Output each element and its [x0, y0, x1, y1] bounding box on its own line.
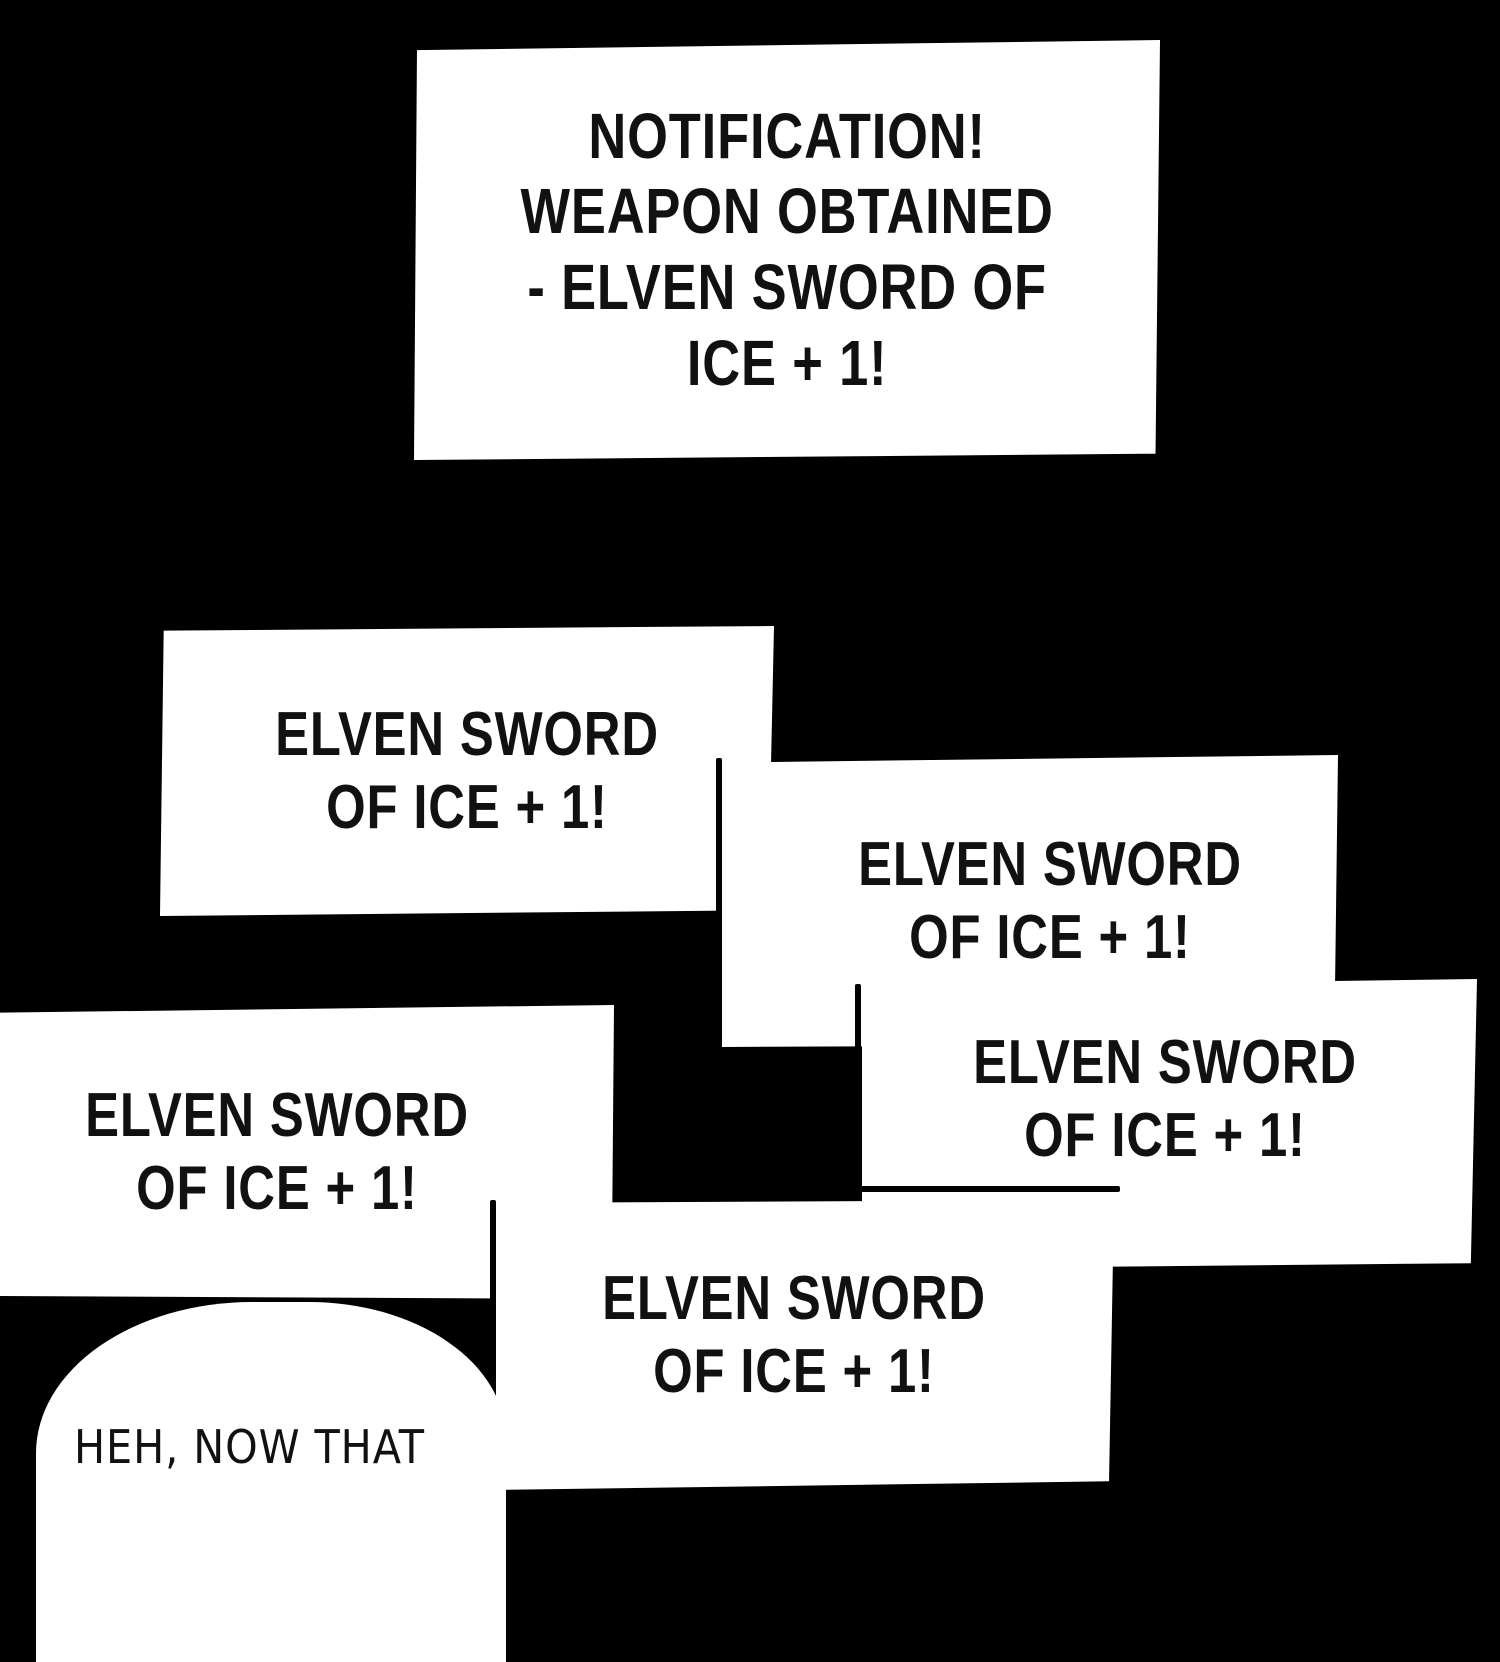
sword-caption: ELVEN SWORD OF ICE + 1!: [85, 1079, 469, 1225]
speech-text: HEH, NOW THAT: [74, 1420, 425, 1474]
sword-caption-panel: ELVEN SWORD OF ICE + 1!: [160, 626, 774, 916]
sword-caption-line: OF ICE + 1!: [136, 1154, 418, 1223]
notification-line: - ELVEN SWORD OF: [527, 251, 1047, 323]
panel-edge: [716, 758, 722, 913]
panel-edge: [490, 1200, 496, 1500]
notification-line: ICE + 1!: [686, 326, 888, 399]
notification-panel: NOTIFICATION! WEAPON OBTAINED - ELVEN SW…: [414, 40, 1160, 460]
sword-caption-line: ELVEN SWORD: [85, 1080, 469, 1150]
sword-caption: ELVEN SWORD OF ICE + 1!: [602, 1262, 986, 1408]
panel-edge: [855, 984, 861, 1048]
speech-bubble: HEH, NOW THAT: [36, 1302, 506, 1662]
sword-caption-panel: ELVEN SWORD OF ICE + 1!: [494, 1200, 1114, 1490]
sword-caption-line: OF ICE + 1!: [653, 1337, 935, 1406]
notification-caption: NOTIFICATION! WEAPON OBTAINED - ELVEN SW…: [520, 99, 1053, 401]
notification-line: NOTIFICATION!: [588, 99, 986, 172]
sword-caption-line: ELVEN SWORD: [602, 1263, 986, 1333]
sword-caption-line: ELVEN SWORD: [858, 829, 1242, 899]
sword-caption-line: OF ICE + 1!: [909, 903, 1191, 972]
sword-caption-line: OF ICE + 1!: [1023, 1101, 1306, 1170]
sword-caption: ELVEN SWORD OF ICE + 1!: [973, 1026, 1357, 1172]
sword-caption-line: ELVEN SWORD: [972, 1027, 1357, 1097]
notification-line: WEAPON OBTAINED: [520, 175, 1054, 248]
sword-caption-line: ELVEN SWORD: [275, 699, 659, 769]
sword-caption: ELVEN SWORD OF ICE + 1!: [275, 698, 659, 844]
panel-edge: [860, 1186, 1120, 1192]
sword-caption-line: OF ICE + 1!: [326, 773, 608, 842]
sword-caption: ELVEN SWORD OF ICE + 1!: [858, 828, 1242, 974]
